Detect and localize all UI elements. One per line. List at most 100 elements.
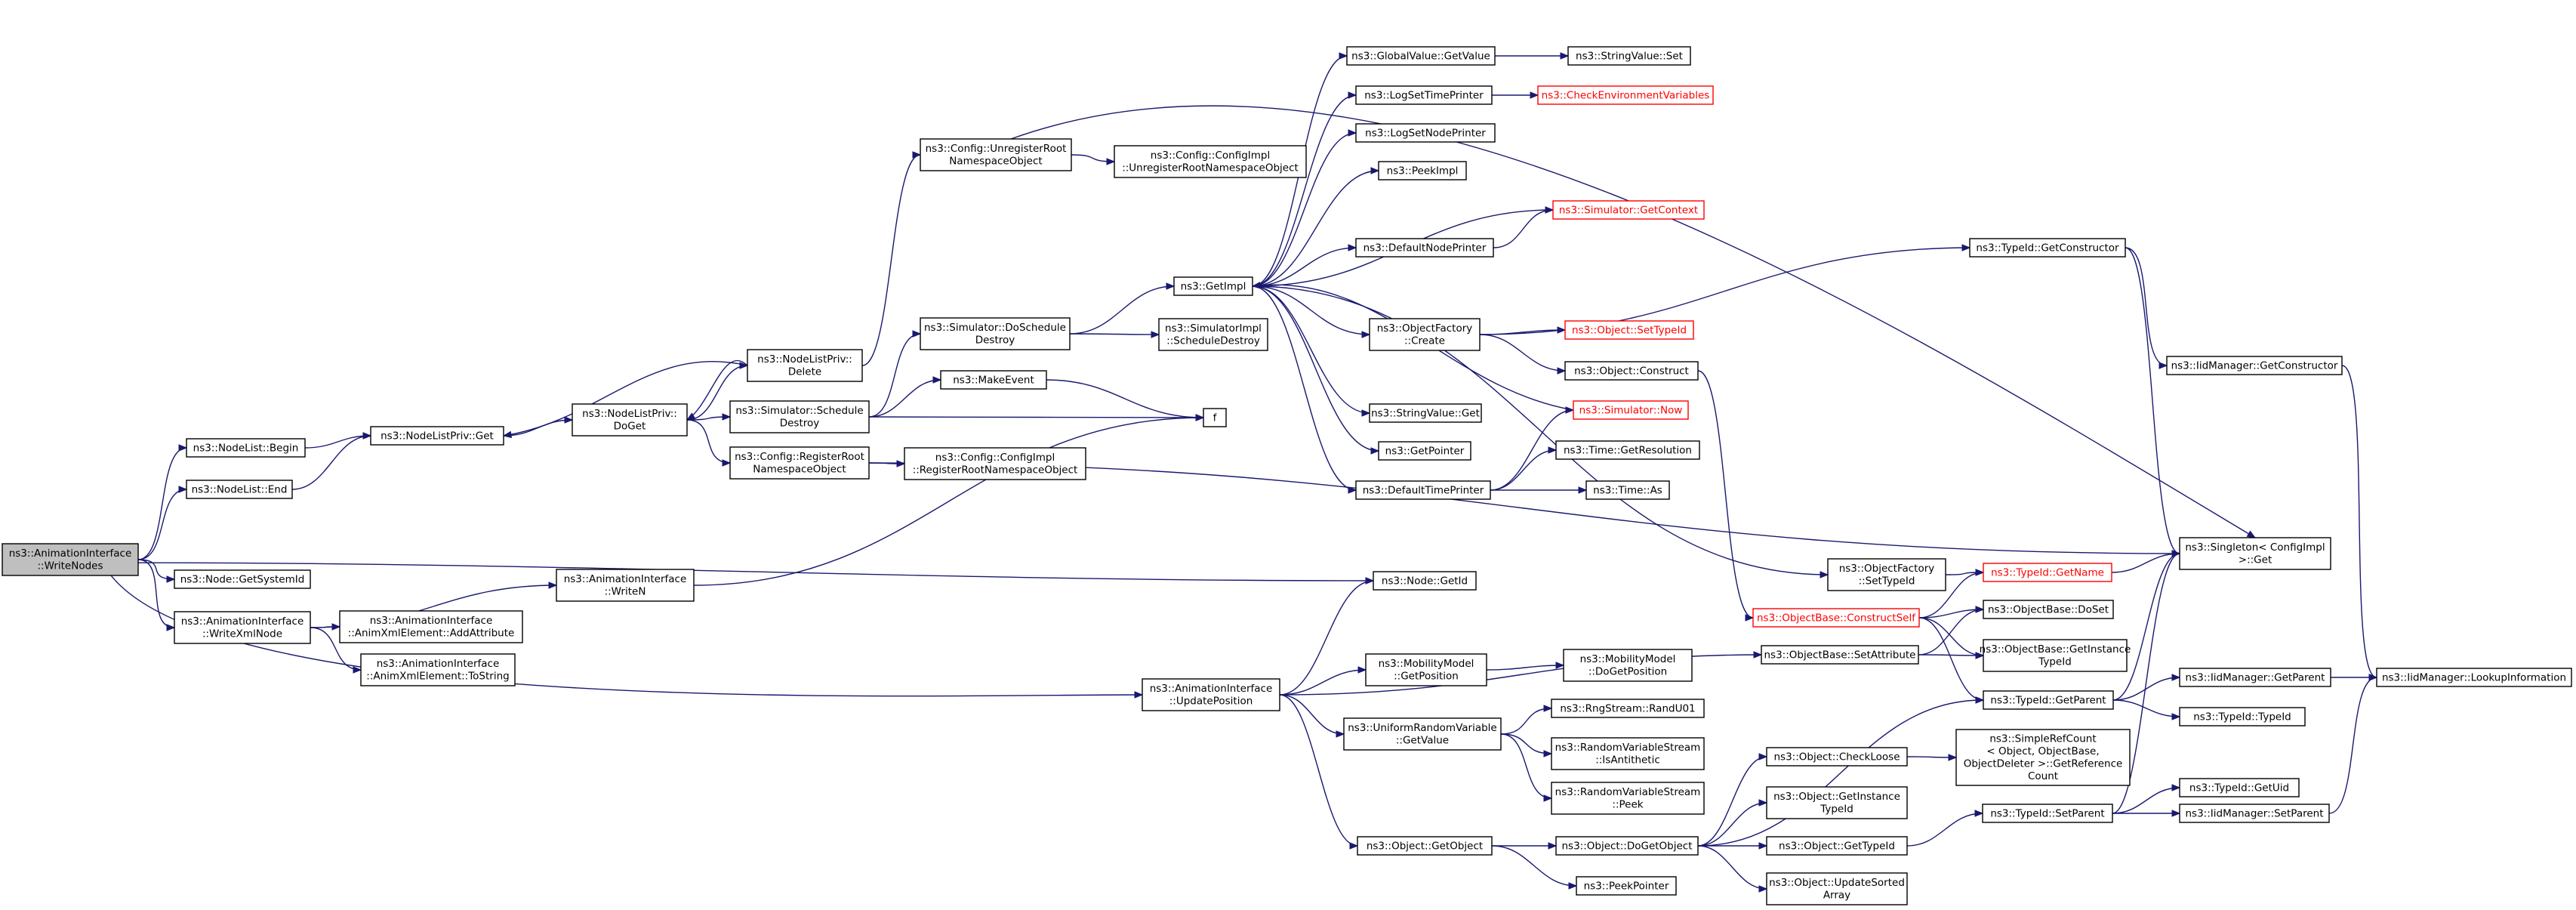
node-configRegister[interactable]: ns3::Config::RegisterRootNamespaceObject (729, 446, 870, 480)
node-getPointer[interactable]: ns3::GetPointer (1378, 441, 1471, 461)
arrowhead-icon (178, 444, 188, 452)
node-stringValueGet[interactable]: ns3::StringValue::Get (1369, 403, 1482, 423)
call-edge-nodeListPrivDelete-to-configUnregister (861, 154, 921, 366)
node-rvsPeek[interactable]: ns3::RandomVariableStream::Peek (1551, 782, 1705, 815)
node-configUnregister[interactable]: ns3::Config::UnregisterRootNamespaceObje… (920, 138, 1072, 171)
node-nodeGetId[interactable]: ns3::Node::GetId (1373, 571, 1477, 591)
node-typeIdTypeId[interactable]: ns3::TypeId::TypeId (2179, 707, 2306, 726)
call-edge-mobilityGetPosition-to-mobilityDoGetPosition (1486, 665, 1564, 671)
arrowhead-icon (1758, 842, 1768, 850)
node-typeIdGetUid[interactable]: ns3::TypeId::GetUid (2179, 778, 2300, 797)
arrowhead-icon (1948, 754, 1958, 761)
node-writeNodes[interactable]: ns3::AnimationInterface::WriteNodes (2, 543, 139, 576)
node-timeGetResolution[interactable]: ns3::Time::GetResolution (1555, 440, 1700, 460)
node-simNow[interactable]: ns3::Simulator::Now (1573, 400, 1689, 420)
call-edge-typeIdSetParent-to-typeIdGetUid (2112, 787, 2180, 814)
node-rvsIsAntithetic[interactable]: ns3::RandomVariableStream::IsAntithetic (1551, 737, 1705, 770)
node-label: ns3::ObjectFactory (1839, 563, 1935, 575)
node-configImplUnregister[interactable]: ns3::Config::ConfigImpl::UnregisterRootN… (1114, 145, 1307, 178)
node-rngRandU01[interactable]: ns3::RngStream::RandU01 (1551, 699, 1705, 718)
node-objectCheckLoose[interactable]: ns3::Object::CheckLoose (1766, 747, 1908, 767)
node-iidSetParent[interactable]: ns3::IidManager::SetParent (2179, 804, 2330, 823)
arrowhead-icon (2171, 810, 2181, 817)
node-nodeListBegin[interactable]: ns3::NodeList::Begin (186, 438, 306, 458)
node-writeN[interactable]: ns3::AnimationInterface::WriteN (556, 569, 695, 602)
call-edge-defaultNodePrinter-to-simGetContext (1493, 209, 1554, 248)
node-animXmlAddAttribute[interactable]: ns3::AnimationInterface::AnimXmlElement:… (339, 610, 523, 643)
node-nodeGetSystemId[interactable]: ns3::Node::GetSystemId (174, 569, 311, 589)
node-objectBaseSetAttribute[interactable]: ns3::ObjectBase::SetAttribute (1761, 645, 1919, 665)
node-timeAs[interactable]: ns3::Time::As (1585, 480, 1670, 500)
node-simScheduleDestroy[interactable]: ns3::Simulator::ScheduleDestroy (729, 400, 870, 433)
node-uniformGetValue[interactable]: ns3::UniformRandomVariable::GetValue (1343, 717, 1502, 751)
node-typeIdGetName[interactable]: ns3::TypeId::GetName (1983, 563, 2112, 582)
node-updatePosition[interactable]: ns3::AnimationInterface::UpdatePosition (1142, 678, 1280, 711)
node-peekImpl[interactable]: ns3::PeekImpl (1378, 161, 1467, 180)
node-label: ns3::TypeId::GetName (1991, 566, 2104, 578)
node-box (1983, 563, 2112, 582)
node-stringValueSet[interactable]: ns3::StringValue::Set (1567, 46, 1691, 66)
arrowhead-icon (1568, 882, 1578, 890)
node-nodeListEnd[interactable]: ns3::NodeList::End (186, 480, 293, 499)
node-getImpl[interactable]: ns3::GetImpl (1173, 276, 1253, 296)
node-simGetContext[interactable]: ns3::Simulator::GetContext (1552, 200, 1705, 220)
node-label: ns3::Simulator::Now (1579, 404, 1683, 416)
call-edge-typeIdGetConstructor-to-singletonGet (2125, 247, 2180, 554)
node-typeIdSetParent[interactable]: ns3::TypeId::SetParent (1982, 804, 2113, 823)
node-typeIdGetConstructor[interactable]: ns3::TypeId::GetConstructor (1969, 238, 2126, 258)
node-iidGetParent[interactable]: ns3::IidManager::GetParent (2179, 668, 2331, 687)
node-objectGetTypeId[interactable]: ns3::Object::GetTypeId (1766, 836, 1908, 856)
node-objectConstruct[interactable]: ns3::Object::Construct (1564, 361, 1699, 381)
node-label: ns3::Config::ConfigImpl (935, 452, 1055, 464)
node-logSetTimePrinter[interactable]: ns3::LogSetTimePrinter (1355, 85, 1493, 105)
node-globalValueGetValue[interactable]: ns3::GlobalValue::GetValue (1346, 46, 1496, 66)
node-animXmlToString[interactable]: ns3::AnimationInterface::AnimXmlElement:… (360, 653, 516, 686)
node-makeEvent[interactable]: ns3::MakeEvent (940, 370, 1047, 390)
node-objectFactorySetTypeId[interactable]: ns3::ObjectFactory::SetTypeId (1827, 558, 1946, 591)
node-iidLookupInformation[interactable]: ns3::IidManager::LookupInformation (2376, 668, 2572, 687)
node-label: ::ScheduleDestroy (1166, 335, 1260, 347)
node-configImplRegister[interactable]: ns3::Config::ConfigImpl::RegisterRootNam… (904, 447, 1086, 480)
arrowhead-icon (353, 666, 362, 674)
call-edge-typeIdSetParent-to-singletonGet (2112, 553, 2180, 814)
arrowhead-icon (1370, 167, 1380, 174)
node-objectBaseDoSet[interactable]: ns3::ObjectBase::DoSet (1983, 600, 2114, 619)
node-label: ns3::ObjectBase::GetInstance (1980, 643, 2131, 656)
node-nodeListPrivGet[interactable]: ns3::NodeListPriv::Get (370, 426, 504, 446)
node-writeXmlNode[interactable]: ns3::AnimationInterface::WriteXmlNode (174, 611, 311, 644)
node-box (1766, 747, 1908, 767)
arrowhead-icon (1530, 91, 1539, 99)
node-checkEnvVars[interactable]: ns3::CheckEnvironmentVariables (1537, 85, 1714, 105)
node-box (920, 138, 1072, 171)
node-objectDoGetObject[interactable]: ns3::Object::DoGetObject (1555, 836, 1699, 856)
node-defaultTimePrinter[interactable]: ns3::DefaultTimePrinter (1355, 480, 1491, 500)
node-peekPointer[interactable]: ns3::PeekPointer (1576, 876, 1677, 896)
node-simpleRefCount[interactable]: ns3::SimpleRefCount< Object, ObjectBase,… (1955, 729, 2131, 786)
node-box (360, 653, 516, 686)
node-nodeListPrivDelete[interactable]: ns3::NodeListPriv::Delete (747, 349, 863, 382)
call-edge-writeNodes-to-nodeGetSystemId (137, 559, 175, 580)
node-typeIdGetParent[interactable]: ns3::TypeId::GetParent (1983, 690, 2114, 710)
node-label: ::GetPosition (1394, 671, 1459, 683)
node-simImplScheduleDestroy[interactable]: ns3::SimulatorImpl::ScheduleDestroy (1158, 318, 1268, 351)
call-edge-iidSetParent-to-iidLookupInformation (2328, 677, 2377, 814)
node-iidGetConstructor[interactable]: ns3::IidManager::GetConstructor (2166, 356, 2343, 375)
node-objectFactoryCreate[interactable]: ns3::ObjectFactory::Create (1369, 318, 1481, 351)
node-objectSetTypeId[interactable]: ns3::Object::SetTypeId (1564, 320, 1694, 340)
node-singletonGet[interactable]: ns3::Singleton< ConfigImpl >::Get (2179, 537, 2331, 570)
node-label: ns3::RngStream::RandU01 (1560, 702, 1695, 714)
node-mobilityGetPosition[interactable]: ns3::MobilityModel::GetPosition (1365, 653, 1487, 686)
node-f[interactable]: f (1203, 408, 1227, 427)
node-label: ns3::RandomVariableStream (1555, 786, 1701, 798)
node-objectGetObject[interactable]: ns3::Object::GetObject (1357, 836, 1493, 856)
node-logSetNodePrinter[interactable]: ns3::LogSetNodePrinter (1355, 123, 1496, 143)
node-objectBaseConstructSelf[interactable]: ns3::ObjectBase::ConstructSelf (1752, 608, 1920, 628)
node-defaultNodePrinter[interactable]: ns3::DefaultNodePrinter (1355, 238, 1494, 258)
node-nodeListPrivDoGet[interactable]: ns3::NodeListPriv::DoGet (572, 403, 688, 436)
node-box (174, 569, 311, 589)
node-mobilityDoGetPosition[interactable]: ns3::MobilityModel::DoGetPosition (1563, 649, 1693, 682)
